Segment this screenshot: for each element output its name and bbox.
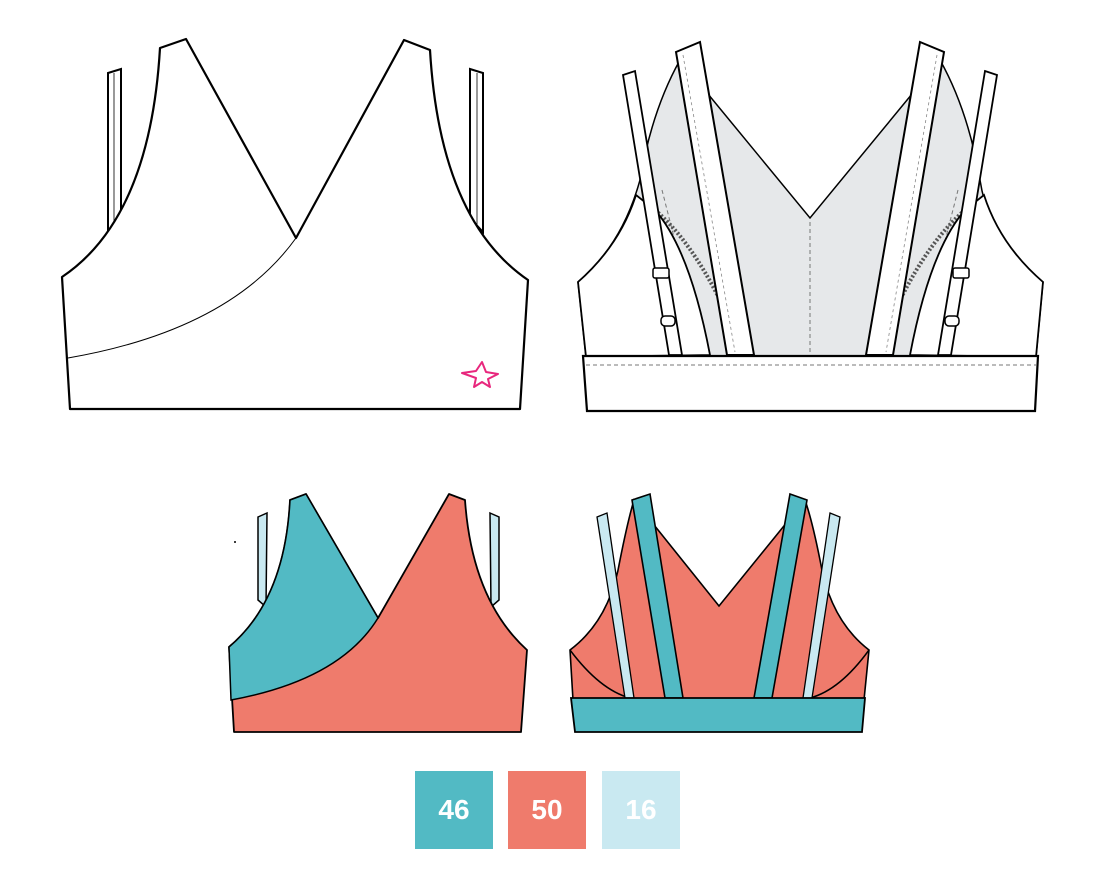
color-front-wrap-panel [228,493,379,701]
back-left-strap-ring [660,315,676,327]
front-view-flat [60,37,530,411]
color-front-left-strap [257,511,268,609]
front-view-colorway [228,493,528,733]
color-swatch-teal: 46 [415,771,493,849]
color-swatch-coral: 50 [508,771,586,849]
back-underband [581,354,1040,413]
front-right-strap [469,67,484,235]
front-wrap-seam [67,237,297,359]
back-left-strap-slider [652,267,670,279]
back-right-strap-slider [952,267,970,279]
color-back-underband [569,697,866,733]
front-body-outline [60,37,530,411]
back-view-colorway [569,492,870,733]
front-left-strap [107,67,122,235]
back-view-flat [577,40,1044,413]
back-right-strap-ring [944,315,960,327]
star-flower-logo-icon [461,361,499,388]
color-swatch-light-blue: 16 [602,771,680,849]
color-front-right-strap [489,511,500,609]
